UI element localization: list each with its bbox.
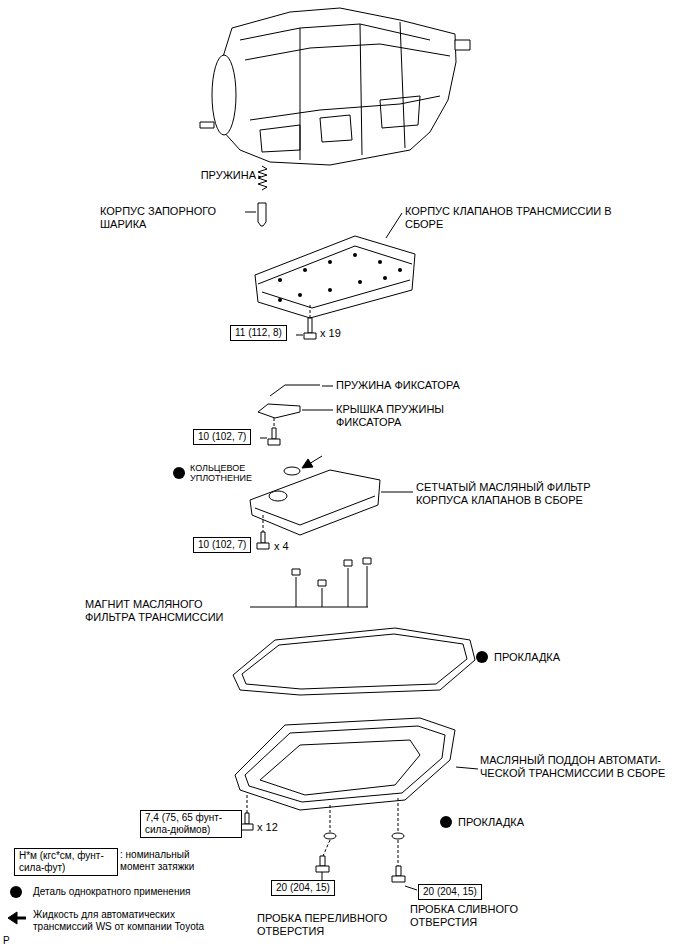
torque-box: 20 (204, 15)	[418, 884, 482, 900]
quantity: x 12	[257, 821, 278, 834]
part-name: ПРУЖИНА ФИКСАТОРА	[336, 379, 460, 392]
part-name: КОРПУС ЗАПОРНОГО ШАРИКА	[100, 205, 240, 230]
legend-text: Деталь однократного применения	[33, 886, 190, 898]
part-name: ПРУЖИНА	[201, 169, 256, 182]
torque-box: 7,4 (75, 65 фунт-сила-дюймов)	[140, 810, 242, 838]
torque-value: 20 (204, 15)	[276, 882, 330, 894]
quantity: x 19	[320, 327, 341, 340]
part-name: ПРОБКА СЛИВНОГО ОТВЕРСТИЯ	[410, 903, 560, 928]
torque-value: 7,4 (75, 65 фунт-сила-дюймов)	[145, 812, 237, 836]
part-name: КРЫШКА ПРУЖИНЫ ФИКСАТОРА	[336, 403, 466, 428]
quantity: x 4	[274, 540, 289, 553]
torque-box: 20 (204, 15)	[271, 880, 335, 896]
part-name: КОЛЬЦЕВОЕ УПЛОТНЕНИЕ	[190, 463, 282, 484]
torque-value: Н*м (кгс*см, фунт-сила-фут)	[19, 850, 113, 874]
part-name: МАГНИТ МАСЛЯНОГО ФИЛЬТРА ТРАНСМИССИИ	[85, 598, 250, 623]
figure-code: P	[3, 935, 10, 947]
torque-box: 10 (102, 7)	[193, 429, 251, 445]
torque-box: 11 (112, 8)	[230, 325, 287, 341]
torque-value: 10 (102, 7)	[198, 431, 246, 443]
torque-value: 10 (102, 7)	[198, 539, 246, 551]
legend-text: Жидкость для автоматических трансмиссий …	[33, 909, 233, 933]
torque-box: 10 (102, 7)	[193, 537, 251, 553]
torque-value: 11 (112, 8)	[235, 327, 282, 339]
legend-torque-box: Н*м (кгс*см, фунт-сила-фут)	[14, 848, 118, 876]
part-name: ПРОБКА ПЕРЕЛИВНОГО ОТВЕРСТИЯ	[257, 912, 397, 937]
part-name: ПРОКЛАДКА	[458, 816, 524, 829]
legend-swatch	[10, 886, 22, 898]
torque-value: 20 (204, 15)	[423, 886, 477, 898]
part-name: МАСЛЯНЫЙ ПОДДОН АВТОМАТИ-ЧЕСКОЙ ТРАНСМИС…	[480, 754, 680, 779]
part-name: КОРПУС КЛАПАНОВ ТРАНСМИССИИ В СБОРЕ	[405, 205, 645, 230]
part-name: ПРОКЛАДКА	[494, 651, 560, 664]
part-name: СЕТЧАТЫЙ МАСЛЯНЫЙ ФИЛЬТР КОРПУСА КЛАПАНО…	[416, 481, 631, 506]
legend-text: : номинальный момент затяжки	[120, 849, 220, 873]
